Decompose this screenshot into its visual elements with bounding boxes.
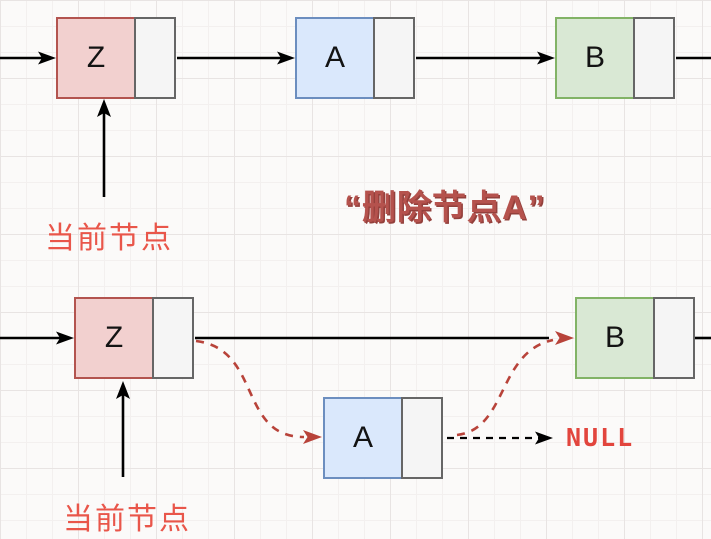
node-next-cell <box>152 297 194 379</box>
node-next-cell <box>653 297 695 379</box>
node-next-cell <box>633 17 675 99</box>
node-a-before: A <box>295 17 415 99</box>
node-b-before: B <box>555 17 675 99</box>
node-z-after: Z <box>74 297 194 379</box>
current-node-arrow-after-icon <box>116 381 130 477</box>
node-a-after: A <box>323 397 443 479</box>
current-node-arrow-before-icon <box>97 99 111 197</box>
node-data-cell: A <box>295 17 375 99</box>
null-label: NULL <box>566 423 635 452</box>
node-label: A <box>352 421 373 454</box>
node-next-cell <box>134 17 176 99</box>
node-label: B <box>584 41 605 74</box>
node-label: Z <box>104 321 124 354</box>
node-data-cell: B <box>555 17 635 99</box>
node-label: Z <box>86 41 106 74</box>
arrow-z-to-a-before-icon <box>177 51 295 65</box>
current-node-label-before: 当前节点 <box>45 222 173 255</box>
node-data-cell: A <box>323 397 403 479</box>
red-dashed-z-to-a-icon <box>195 339 322 444</box>
node-next-cell <box>373 17 415 99</box>
node-b-after: B <box>575 297 695 379</box>
current-node-label-after: 当前节点 <box>63 503 191 536</box>
node-label: A <box>324 41 345 74</box>
arrow-into-z-after-icon <box>0 331 74 345</box>
red-dashed-a-to-b-icon <box>456 331 574 437</box>
node-next-cell <box>401 397 443 479</box>
dashed-a-to-null-icon <box>447 431 553 445</box>
node-label: B <box>604 321 625 354</box>
node-z-before: Z <box>56 17 176 99</box>
caption-delete-node-a: “删除节点A” <box>344 189 546 227</box>
arrow-a-to-b-before-icon <box>416 51 555 65</box>
node-data-cell: Z <box>74 297 154 379</box>
node-data-cell: Z <box>56 17 136 99</box>
arrow-into-z-before-icon <box>0 51 56 65</box>
node-data-cell: B <box>575 297 655 379</box>
